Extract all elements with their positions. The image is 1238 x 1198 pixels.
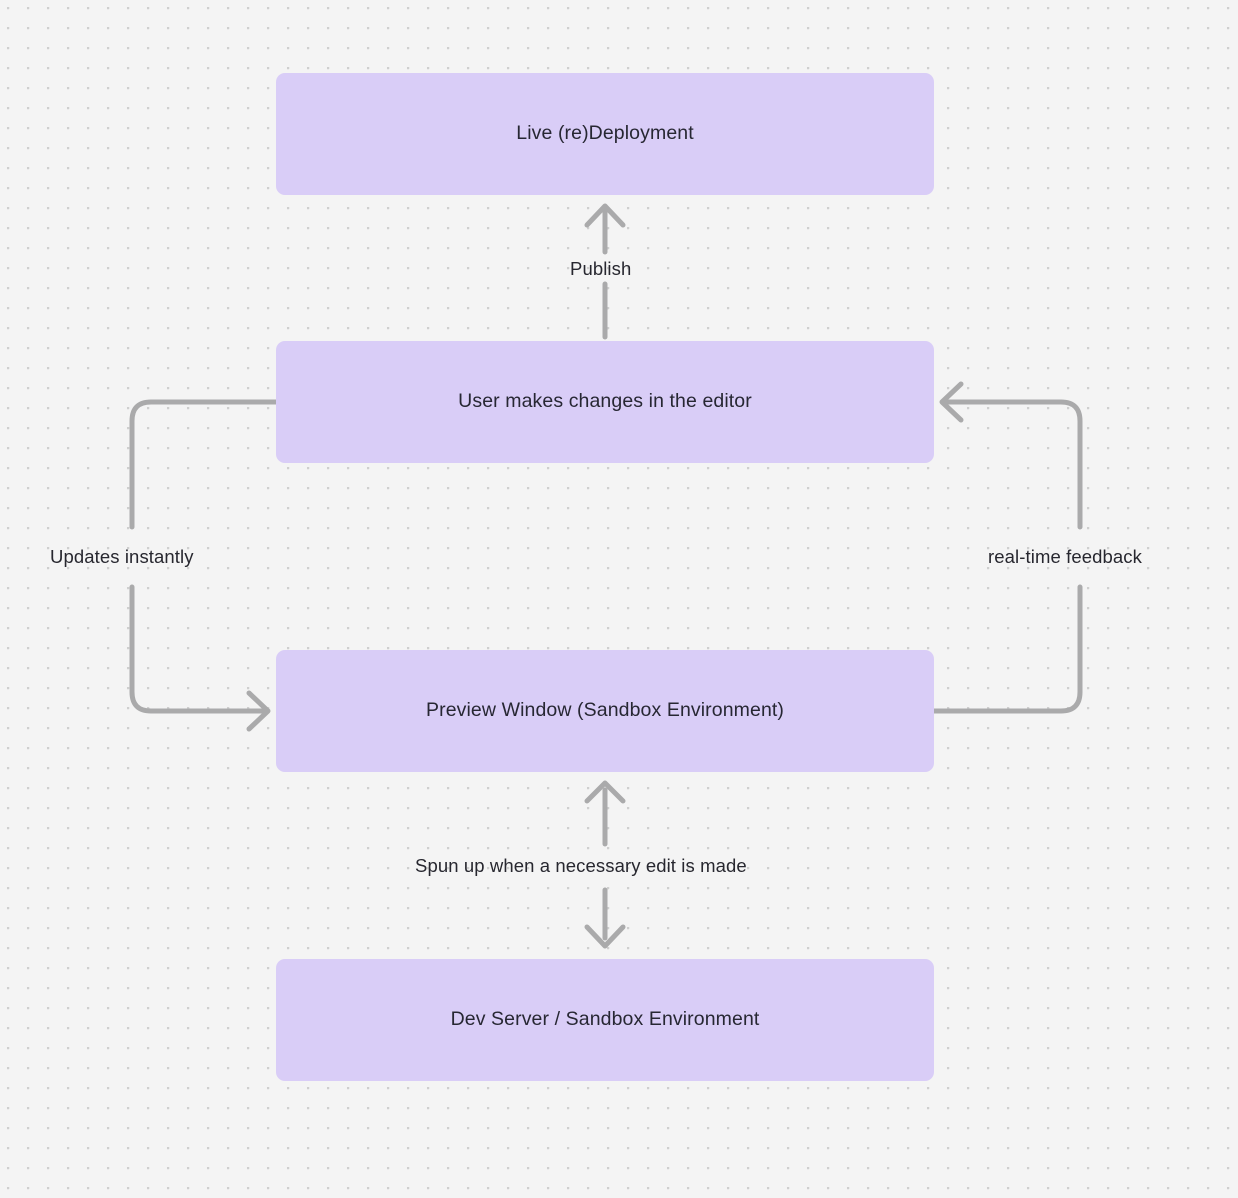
edge-label-spun-up-when-necessary-edit: Spun up when a necessary edit is made: [415, 855, 747, 876]
edge-publish-arrowhead: [584, 203, 626, 228]
edge-spunup-arrowhead-down: [584, 924, 626, 949]
edge-updates-arrowhead: [246, 690, 271, 732]
edge-spunup-arrowhead-up: [584, 780, 626, 804]
node-user-makes-changes[interactable]: User makes changes in the editor: [276, 341, 934, 463]
edge-label-publish: Publish: [570, 258, 632, 279]
edge-realtime-line-lower: [931, 584, 1083, 714]
node-dev-server[interactable]: Dev Server / Sandbox Environment: [276, 959, 934, 1081]
node-preview-window[interactable]: Preview Window (Sandbox Environment): [276, 650, 934, 772]
node-user-makes-changes-label: User makes changes in the editor: [458, 390, 752, 413]
edge-realtime-arrowhead: [939, 381, 964, 423]
node-preview-window-label: Preview Window (Sandbox Environment): [426, 699, 784, 722]
edge-label-updates-instantly: Updates instantly: [50, 546, 194, 567]
edge-updates-line-upper: [129, 399, 279, 530]
node-dev-server-label: Dev Server / Sandbox Environment: [450, 1008, 760, 1031]
edge-updates-line-lower: [129, 584, 265, 714]
edge-realtime-line-upper: [945, 399, 1083, 530]
node-live-redeployment-label: Live (re)Deployment: [516, 122, 694, 145]
edge-label-real-time-feedback: real-time feedback: [988, 546, 1142, 567]
node-live-redeployment[interactable]: Live (re)Deployment: [276, 73, 934, 195]
